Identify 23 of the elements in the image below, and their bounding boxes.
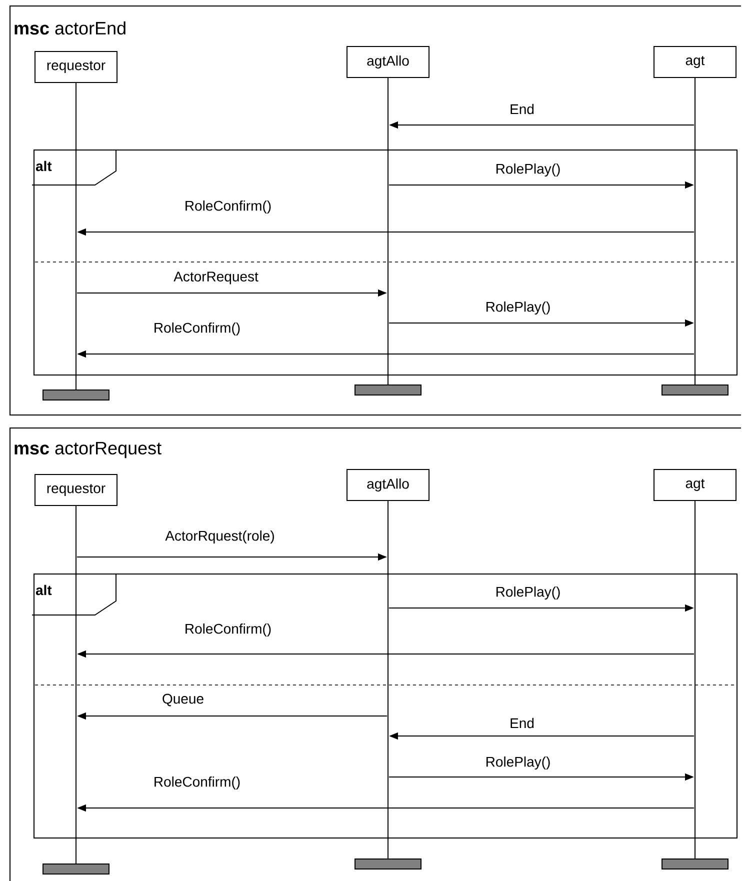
lifeline <box>694 500 696 860</box>
message-label: Queue <box>162 694 204 706</box>
message-label: End <box>510 104 534 114</box>
message-label: RoleConfirm() <box>154 322 240 336</box>
operator-tab: alt <box>32 150 116 186</box>
lifeline-head: requestor <box>34 474 118 506</box>
lifeline-head: requestor <box>34 51 118 83</box>
message-label: RoleConfirm() <box>186 200 271 214</box>
message-label: RoleConfirm() <box>186 623 271 637</box>
lifeline <box>694 78 696 386</box>
lifeline-head: agtAllo <box>346 469 430 501</box>
message-label: ActorRquest(role) <box>165 530 274 544</box>
message-label: ActorRequest <box>174 272 258 284</box>
message-label: RolePlay() <box>486 301 550 315</box>
message-label: RolePlay() <box>496 163 560 177</box>
message-label: End <box>510 718 534 728</box>
operator-tab: alt <box>32 574 116 616</box>
lifeline-head: agtAllo <box>346 46 430 78</box>
message-label: RolePlay() <box>486 756 550 770</box>
lifeline-head: agt <box>654 469 736 501</box>
message-label: RoleConfirm() <box>154 776 240 790</box>
lifeline-head: agt <box>654 46 736 78</box>
message-label: RolePlay() <box>496 586 560 600</box>
